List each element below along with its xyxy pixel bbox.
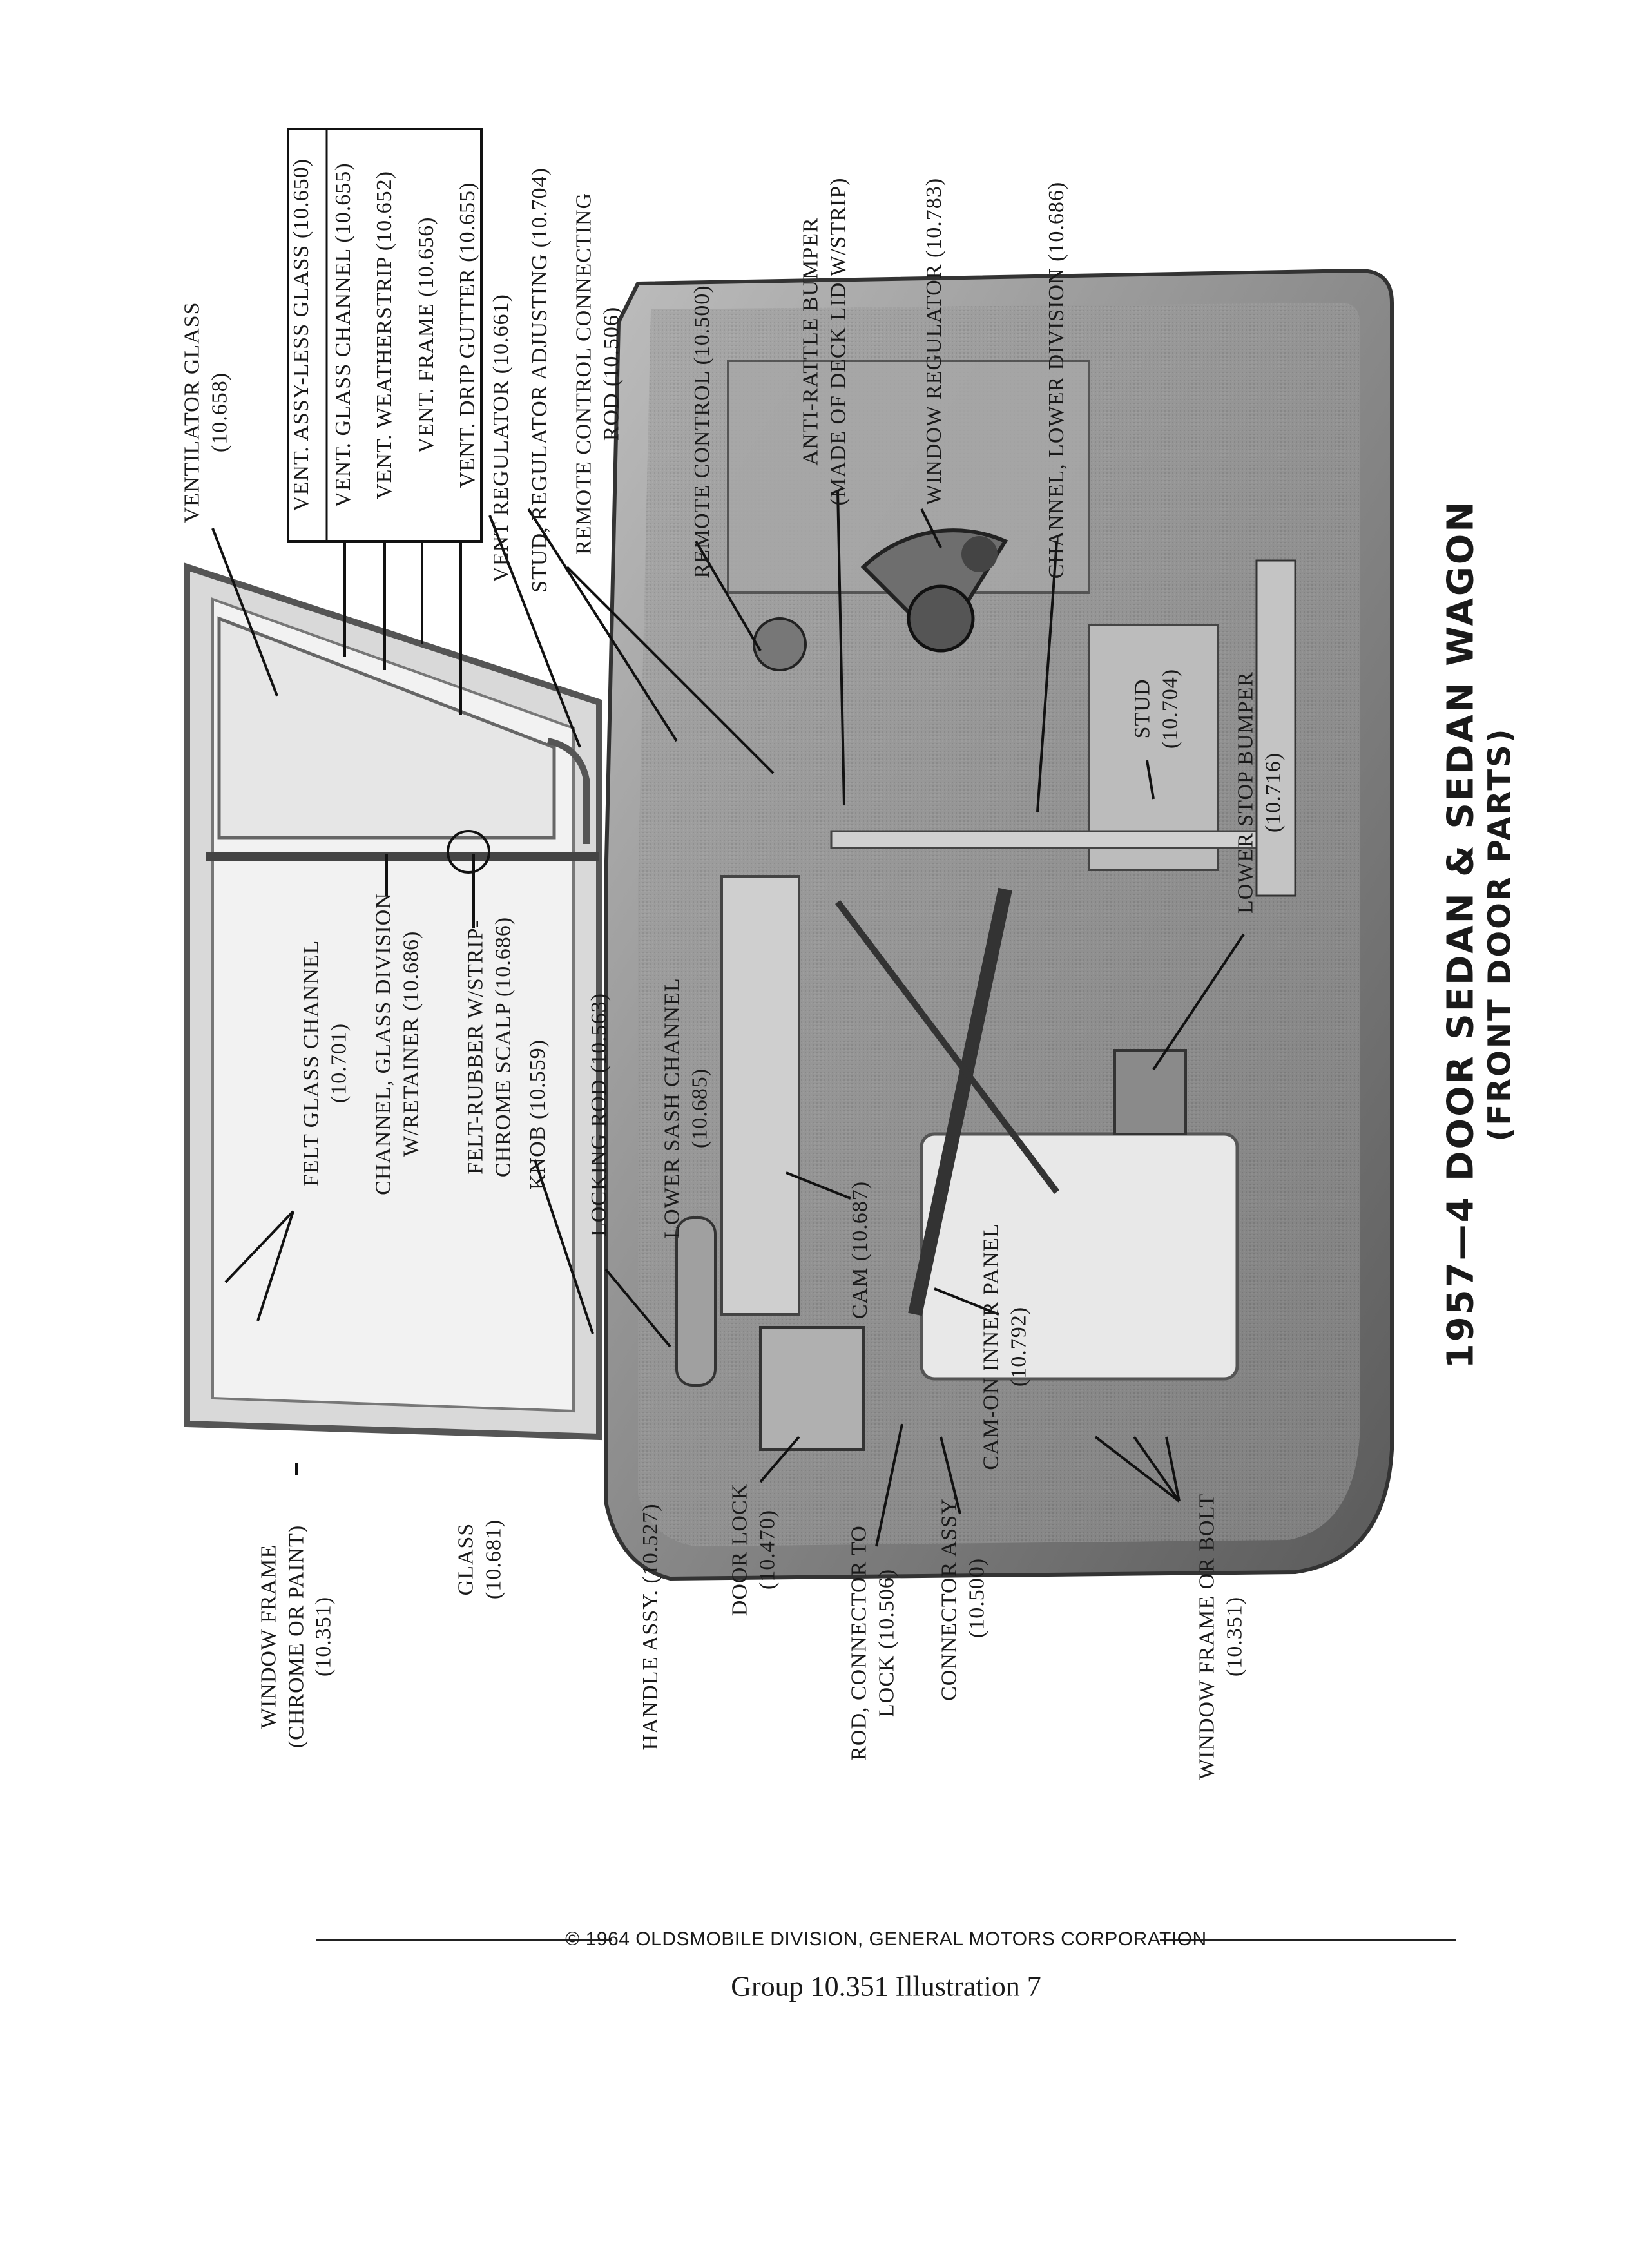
- label-connector-assy: CONNECTOR ASSY.(10.500): [937, 1495, 989, 1701]
- label-glass: GLASS(10.681): [454, 1519, 506, 1600]
- division-callout-circle: [447, 830, 490, 874]
- vent-parts-box: VENT. ASSY-LESS GLASS (10.650) VENT. GLA…: [288, 159, 482, 512]
- page-title: 1957—4 DOOR SEDAN & SEDAN WAGON (FRONT D…: [1440, 500, 1518, 1369]
- label-stud-regulator-adjusting: STUD, REGULATOR ADJUSTING (10.704): [527, 168, 552, 593]
- title-sub: (FRONT DOOR PARTS): [1481, 727, 1518, 1142]
- vent-box-row: VENT. DRIP GUTTER (10.655): [455, 182, 479, 488]
- label-cam: CAM (10.687): [847, 1180, 872, 1320]
- label-lower-stop-bumper: LOWER STOP BUMPER(10.716): [1233, 671, 1286, 914]
- copyright-line: © 1964 OLDSMOBILE DIVISION, GENERAL MOTO…: [565, 1928, 1207, 1950]
- label-felt-rubber: FELT-RUBBER W/STRIP-CHROME SCALP (10.686…: [463, 916, 516, 1178]
- leader-lines: [211, 489, 1245, 1547]
- illustration-caption: Group 10.351 Illustration 7: [731, 1970, 1041, 2003]
- vent-box-row: VENT. WEATHERSTRIP (10.652): [372, 171, 396, 499]
- label-stud: STUD(10.704): [1130, 668, 1182, 749]
- label-vent-regulator: VENT REGULATOR (10.661): [488, 294, 513, 582]
- label-window-frame-top: WINDOW FRAME(CHROME OR PAINT)(10.351): [256, 1524, 336, 1749]
- label-felt-glass-channel: FELT GLASS CHANNEL(10.701): [299, 939, 351, 1187]
- vent-box-row: VENT. FRAME (10.656): [414, 216, 438, 454]
- label-knob: KNOB (10.559): [525, 1039, 550, 1190]
- label-window-frame-bottom: WINDOW FRAME OR BOLT(10.351): [1195, 1493, 1247, 1780]
- label-channel-lower-division: CHANNEL, LOWER DIVISION (10.686): [1044, 181, 1068, 579]
- label-cam-on-inner-panel: CAM-ON INNER PANEL(10.792): [979, 1223, 1031, 1470]
- title-main: 1957—4 DOOR SEDAN & SEDAN WAGON: [1440, 499, 1482, 1369]
- vent-box-row: VENT. ASSY-LESS GLASS (10.650): [289, 159, 313, 512]
- label-locking-rod: LOCKING ROD (10.563): [586, 993, 611, 1236]
- window-regulator-gear: [753, 528, 1008, 671]
- footer-rule-right: [1160, 1939, 1456, 1941]
- label-lower-sash-channel: LOWER SASH CHANNEL(10.685): [660, 977, 712, 1239]
- inner-panel-features: [675, 360, 1296, 1451]
- label-anti-rattle-bumper: ANTI-RATTLE BUMPER(MADE OF DECK LID W/ST…: [798, 177, 851, 506]
- vent-box-row: VENT. GLASS CHANNEL (10.655): [331, 162, 355, 508]
- label-window-regulator: WINDOW REGULATOR (10.783): [921, 177, 946, 506]
- label-remote-control: REMOTE CONTROL (10.500): [689, 285, 714, 579]
- label-door-lock: DOOR LOCK(10.470): [728, 1483, 780, 1617]
- label-handle-assy: HANDLE ASSY. (10.527): [638, 1503, 662, 1751]
- footer-rule-left: [316, 1939, 612, 1941]
- label-ventilator-glass: VENTILATOR GLASS(10.658): [180, 302, 232, 523]
